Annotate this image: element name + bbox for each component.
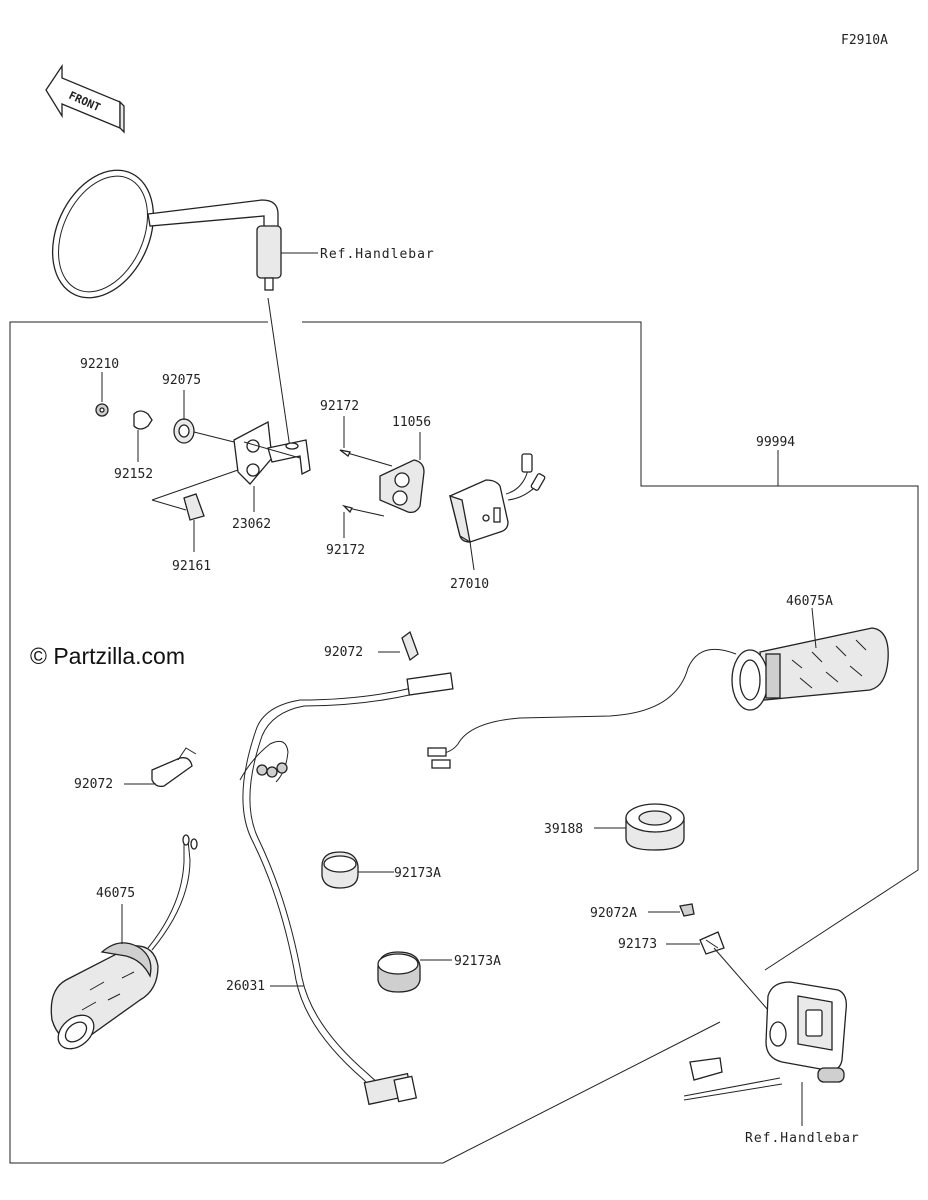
label-92072A: 92072A (590, 906, 637, 921)
grip-46075A (427, 607, 889, 769)
mount-hardware-group (95, 403, 311, 521)
handlebar-switch (683, 981, 847, 1126)
label-11056: 11056 (392, 415, 431, 430)
label-92172-bottom: 92172 (326, 543, 365, 558)
label-92161: 92161 (172, 559, 211, 574)
tie-strap-92072 (124, 747, 197, 788)
kit-boundary (9, 321, 919, 1164)
label-92173: 92173 (618, 937, 657, 952)
label-92173A-bottom: 92173A (454, 954, 501, 969)
label-92173A-top: 92173A (394, 866, 441, 881)
label-92210: 92210 (80, 357, 119, 372)
label-46075A: 46075A (786, 594, 833, 609)
front-arrow-icon: FRONT (45, 63, 125, 134)
clamp-92173A-bottom (377, 951, 452, 993)
label-26031: 26031 (226, 979, 265, 994)
grip-46075 (50, 834, 198, 1050)
ref-handlebar-bottom: Ref.Handlebar (745, 1131, 860, 1146)
label-23062: 23062 (232, 517, 271, 532)
label-92072-top: 92072 (324, 645, 363, 660)
label-39188: 39188 (544, 822, 583, 837)
clip-92072A (648, 903, 695, 917)
figure-code: F2910A (841, 33, 888, 48)
partzilla-watermark: © Partzilla.com (30, 643, 185, 669)
wiring-harness-26031 (239, 672, 454, 1106)
label-92152: 92152 (114, 467, 153, 482)
tape-roll-39188 (594, 803, 685, 851)
label-99994: 99994 (756, 435, 795, 450)
clamp-92173A-top (321, 851, 394, 889)
label-46075: 46075 (96, 886, 135, 901)
connector-92072 (378, 630, 419, 662)
mirror-assembly (51, 169, 318, 299)
ref-handlebar-top: Ref.Handlebar (320, 247, 435, 262)
clip-92173 (666, 931, 769, 1011)
label-27010: 27010 (450, 577, 489, 592)
label-92072-left: 92072 (74, 777, 113, 792)
label-92172-top: 92172 (320, 399, 359, 414)
heater-controller (449, 453, 546, 571)
switch-plate (339, 449, 425, 517)
label-92075: 92075 (162, 373, 201, 388)
